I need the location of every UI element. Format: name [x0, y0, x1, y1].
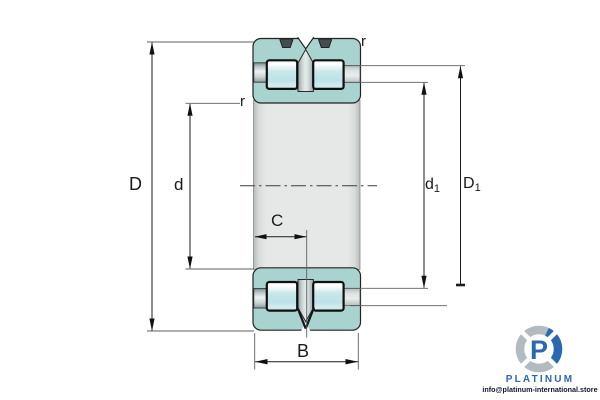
rib-shoulder-stub [253, 62, 268, 83]
top-row-assembly [253, 36, 361, 92]
label-width-B: B [297, 341, 310, 361]
dimension-lines [151, 42, 465, 363]
roller [265, 59, 299, 90]
rib-shoulder-stub [253, 288, 268, 309]
rib-shoulder-band [343, 65, 361, 83]
label-fillet-radius-outer: r [361, 33, 366, 50]
roller [312, 280, 345, 312]
outer-ring-v-notch [297, 37, 314, 49]
label-groove-offset-C: C [271, 211, 284, 230]
rib-shoulder-band [343, 288, 361, 306]
platinum-logo-icon: P [515, 325, 563, 373]
lubrication-groove [317, 39, 333, 48]
outer-ring-v-notch-outline [297, 36, 315, 50]
platinum-logo: P PLATINUM info@platinum-international.s… [470, 318, 600, 400]
roller [265, 280, 299, 312]
label-bore-diameter-d: d [174, 175, 184, 194]
lubrication-groove [279, 39, 294, 48]
brand-email: info@platinum-international.store [482, 385, 598, 394]
bottom-row-assembly [253, 279, 361, 332]
label-shoulder-diameter-D1: D1 [463, 175, 481, 194]
label-shoulder-diameter-d1: d1 [425, 176, 441, 195]
extension-lines [147, 41, 465, 370]
dimension-arrowheads [149, 42, 464, 365]
label-fillet-radius-inner: r [240, 93, 245, 110]
roller [312, 59, 345, 90]
logo-letter: P [530, 335, 548, 365]
label-outer-diameter-D: D [129, 174, 142, 194]
brand-name: PLATINUM [505, 374, 575, 385]
